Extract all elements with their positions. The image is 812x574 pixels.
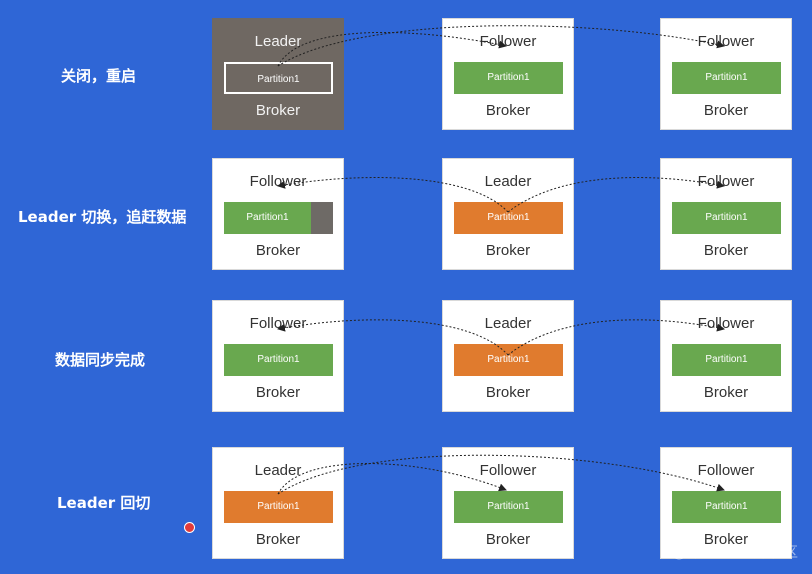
partition-block: Partition1 bbox=[672, 344, 781, 376]
replication-arrow bbox=[277, 454, 725, 495]
row-label-leader-switchback: Leader 回切 bbox=[57, 494, 151, 512]
role-label: Leader bbox=[254, 462, 302, 479]
replication-arrow bbox=[277, 32, 507, 67]
role-label: Follower bbox=[697, 33, 755, 50]
role-label: Follower bbox=[697, 315, 755, 332]
broker-label: Broker bbox=[255, 242, 301, 259]
partition-block: Partition1 bbox=[672, 491, 781, 523]
broker-label: Broker bbox=[703, 242, 749, 259]
role-label: Follower bbox=[697, 462, 755, 479]
replication-arrow bbox=[277, 319, 509, 356]
role-label: Follower bbox=[697, 173, 755, 190]
partition-block: Partition1 bbox=[454, 491, 563, 523]
partition-block: Partition1 bbox=[224, 202, 333, 234]
broker-label: Broker bbox=[255, 531, 301, 548]
broker-card: Leader Partition1 Broker bbox=[212, 447, 344, 559]
partition-block: Partition1 bbox=[224, 62, 333, 94]
broker-label: Broker bbox=[485, 102, 531, 119]
role-label: Follower bbox=[479, 33, 537, 50]
row-label-leader-switch: Leader 切换，追赶数据 bbox=[18, 208, 187, 226]
replication-arrow bbox=[507, 319, 725, 356]
watermark: @稀土掘金技术社区 bbox=[672, 545, 798, 561]
broker-card: Leader Partition1 Broker bbox=[212, 18, 344, 130]
broker-label: Broker bbox=[703, 384, 749, 401]
broker-card: Follower Partition1 Broker bbox=[212, 300, 344, 412]
broker-card: Follower Partition1 Broker bbox=[660, 18, 792, 130]
broker-label: Broker bbox=[255, 102, 301, 119]
role-label: Leader bbox=[254, 33, 302, 50]
partition-block: Partition1 bbox=[224, 344, 333, 376]
role-label: Leader bbox=[484, 173, 532, 190]
partition-block: Partition1 bbox=[672, 62, 781, 94]
broker-card: Follower Partition1 Broker bbox=[212, 158, 344, 270]
broker-label: Broker bbox=[703, 531, 749, 548]
broker-label: Broker bbox=[485, 242, 531, 259]
broker-card: Follower Partition1 Broker bbox=[660, 447, 792, 559]
replication-arrow bbox=[507, 177, 725, 213]
replication-arrow bbox=[277, 463, 507, 495]
broker-label: Broker bbox=[255, 384, 301, 401]
row-label-restart: 关闭，重启 bbox=[61, 67, 137, 85]
broker-card: Leader Partition1 Broker bbox=[442, 158, 574, 270]
role-label: Follower bbox=[249, 315, 307, 332]
partition-block: Partition1 bbox=[454, 202, 563, 234]
broker-label: Broker bbox=[485, 384, 531, 401]
broker-label: Broker bbox=[703, 102, 749, 119]
broker-card: Follower Partition1 Broker bbox=[442, 18, 574, 130]
broker-card: Leader Partition1 Broker bbox=[442, 300, 574, 412]
role-label: Follower bbox=[479, 462, 537, 479]
catch-up-segment bbox=[311, 202, 333, 234]
row-label-sync-complete: 数据同步完成 bbox=[55, 351, 146, 369]
partition-label: Partition1 bbox=[246, 212, 289, 223]
role-label: Leader bbox=[484, 315, 532, 332]
broker-label: Broker bbox=[485, 531, 531, 548]
pointer-dot bbox=[184, 522, 195, 533]
replication-arrow bbox=[277, 177, 509, 213]
partition-block: Partition1 bbox=[454, 344, 563, 376]
partition-block: Partition1 bbox=[672, 202, 781, 234]
partition-block: Partition1 bbox=[454, 62, 563, 94]
broker-card: Follower Partition1 Broker bbox=[442, 447, 574, 559]
partition-block: Partition1 bbox=[224, 491, 333, 523]
broker-card: Follower Partition1 Broker bbox=[660, 158, 792, 270]
broker-card: Follower Partition1 Broker bbox=[660, 300, 792, 412]
replication-arrow bbox=[277, 25, 725, 67]
